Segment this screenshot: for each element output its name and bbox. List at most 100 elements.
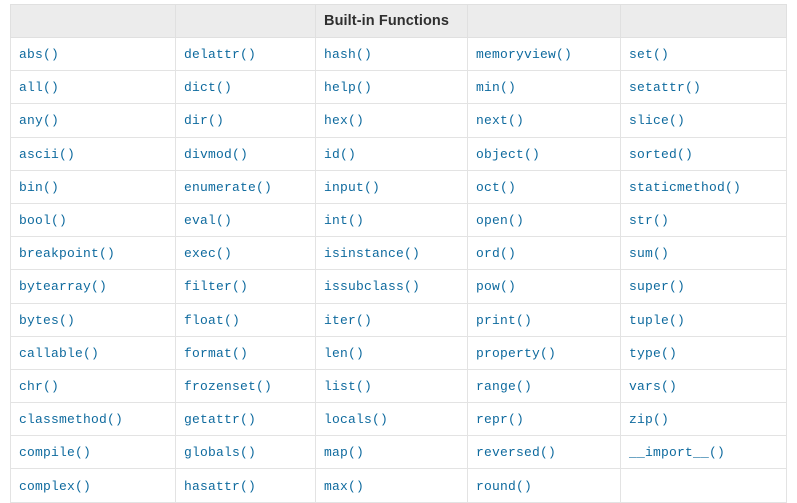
function-link[interactable]: set() [629,47,670,63]
function-link[interactable]: pow() [476,279,517,295]
function-link[interactable]: breakpoint() [19,246,116,262]
table-cell: memoryview() [467,36,621,72]
function-link[interactable]: reversed() [476,445,557,461]
function-link[interactable]: memoryview() [476,47,573,63]
function-link[interactable]: hex() [324,113,365,129]
function-link[interactable]: compile() [19,445,92,461]
function-link[interactable]: print() [476,312,533,328]
function-link[interactable]: globals() [184,445,257,461]
function-link[interactable]: dict() [184,80,233,96]
function-link[interactable]: bool() [19,213,68,229]
function-link[interactable]: next() [476,113,525,129]
function-link[interactable]: filter() [184,279,249,295]
table-cell: all() [10,70,176,105]
function-link[interactable]: map() [324,445,365,461]
table-cell: print() [467,302,621,337]
table-cell: str() [620,202,787,238]
function-link[interactable]: ascii() [19,146,76,162]
table-row: bytearray() filter() issubclass() pow() supe… [10,269,787,304]
table-cell: tuple() [620,302,787,337]
function-link[interactable]: type() [629,345,678,361]
table-row: bool() eval() int() open() str() [10,202,787,238]
function-link[interactable]: round() [476,478,533,494]
function-link[interactable]: hasattr() [184,478,257,494]
function-link[interactable]: callable() [19,345,100,361]
function-link[interactable]: str() [629,213,670,229]
function-link[interactable]: zip() [629,412,670,428]
function-link[interactable]: list() [324,378,373,394]
function-link[interactable]: chr() [19,378,60,394]
function-link[interactable]: repr() [476,412,525,428]
function-link[interactable]: issubclass() [324,279,421,295]
function-link[interactable]: complex() [19,478,92,494]
function-link[interactable]: float() [184,312,241,328]
table-cell: super() [620,269,787,304]
function-link[interactable]: exec() [184,246,233,262]
table-cell: next() [467,103,621,138]
table-header-row: Built-in Functions [10,4,787,38]
function-link[interactable]: locals() [324,412,389,428]
table-cell: filter() [175,269,316,304]
function-link[interactable]: len() [324,345,365,361]
table-cell: enumerate() [175,169,316,204]
function-link[interactable]: sum() [629,246,670,262]
function-link[interactable]: help() [324,80,373,96]
function-link[interactable]: input() [324,179,381,195]
function-link[interactable]: isinstance() [324,246,421,262]
function-link[interactable]: delattr() [184,47,257,63]
function-link[interactable]: any() [19,113,60,129]
function-link[interactable]: eval() [184,213,233,229]
function-link[interactable]: frozenset() [184,378,273,394]
function-link[interactable]: dir() [184,113,225,129]
function-link[interactable]: hash() [324,47,373,63]
function-link[interactable]: int() [324,213,365,229]
function-link[interactable]: __import__() [629,445,726,461]
function-link[interactable]: format() [184,345,249,361]
table-cell: delattr() [175,36,316,72]
table-cell: bytes() [10,302,176,337]
table-cell: format() [175,335,316,370]
table-cell: exec() [175,236,316,271]
function-link[interactable]: oct() [476,179,517,195]
table-cell: any() [10,103,176,138]
function-link[interactable]: tuple() [629,312,686,328]
function-link[interactable]: super() [629,279,686,295]
function-link[interactable]: property() [476,345,557,361]
function-link[interactable]: classmethod() [19,412,124,428]
table-cell: pow() [467,269,621,304]
function-link[interactable]: setattr() [629,80,702,96]
table-cell: vars() [620,368,787,404]
function-link[interactable]: vars() [629,378,678,394]
function-link[interactable]: all() [19,80,60,96]
function-link[interactable]: divmod() [184,146,249,162]
function-link[interactable]: staticmethod() [629,179,742,195]
table-row: breakpoint() exec() isinstance() ord() sum() [10,236,787,271]
table-row: any() dir() hex() next() slice() [10,103,787,138]
function-link[interactable]: iter() [324,312,373,328]
function-link[interactable]: max() [324,478,365,494]
table-cell: input() [315,169,468,204]
function-link[interactable]: range() [476,378,533,394]
function-link[interactable]: enumerate() [184,179,273,195]
table-header-cell-2 [175,4,316,38]
function-link[interactable]: bytearray() [19,279,108,295]
function-link[interactable]: bin() [19,179,60,195]
function-link[interactable]: abs() [19,47,60,63]
table-cell: eval() [175,202,316,238]
function-link[interactable]: getattr() [184,412,257,428]
table-header-cell-3: Built-in Functions [315,4,468,38]
table-cell: ascii() [10,136,176,171]
function-link[interactable]: ord() [476,246,517,262]
function-link[interactable]: slice() [629,113,686,129]
table-cell: reversed() [467,435,621,470]
table-row: abs() delattr() hash() memoryview() set() [10,36,787,72]
function-link[interactable]: id() [324,146,357,162]
function-link[interactable]: min() [476,80,517,96]
function-link[interactable]: object() [476,146,541,162]
table-cell: slice() [620,103,787,138]
table-cell: sum() [620,236,787,271]
function-link[interactable]: open() [476,213,525,229]
function-link[interactable]: sorted() [629,146,694,162]
function-link[interactable]: bytes() [19,312,76,328]
table-cell: open() [467,202,621,238]
